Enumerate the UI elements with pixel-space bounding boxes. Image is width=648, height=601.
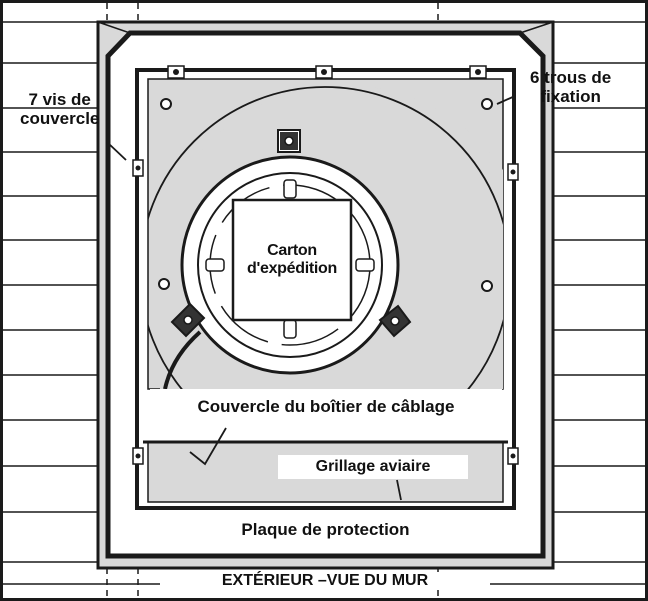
bird-screen-label: Grillage aviaire: [278, 455, 468, 479]
mounting-hole-icon: [158, 278, 170, 290]
protection-plate-label: Plaque de protection: [241, 520, 410, 539]
shipping-carton-label: Carton d'expédition: [240, 242, 344, 278]
power-wire: [163, 330, 202, 390]
exterior-view-label: EXTÉRIEUR –VUE DU MUR: [160, 572, 490, 590]
mounting-holes-label: 6 trous de fixation: [530, 68, 611, 106]
mounting-holes-label-line1: 6 trous de: [530, 68, 612, 87]
mounting-hole-icon: [481, 98, 493, 110]
side-screws: [132, 159, 519, 465]
cover-screws-label-line2: couvercle: [20, 109, 100, 129]
top-screws: [167, 65, 487, 79]
motor-lugs: [170, 129, 412, 338]
mounting-holes-label-line2: fixation: [540, 87, 601, 107]
shipping-carton-label-line2: d'expédition: [247, 259, 337, 277]
wiring-box-cover-label: Couvercle du boîtier de câblage: [150, 389, 502, 425]
cover-screws-label: 7 vis de couvercle: [20, 90, 99, 128]
siding-left: [3, 21, 98, 563]
fan-housing: [148, 86, 503, 389]
shipping-carton: [231, 198, 353, 322]
mounting-hole-icon: [481, 280, 493, 292]
siding-right: [553, 21, 645, 563]
leader-lines: [107, 95, 516, 501]
motor-tabs: [205, 179, 375, 339]
shipping-carton-label-line1: Carton: [267, 242, 317, 259]
mounting-hole-icon: [160, 98, 172, 110]
cover-screws-label-line1: 7 vis de: [28, 90, 91, 109]
